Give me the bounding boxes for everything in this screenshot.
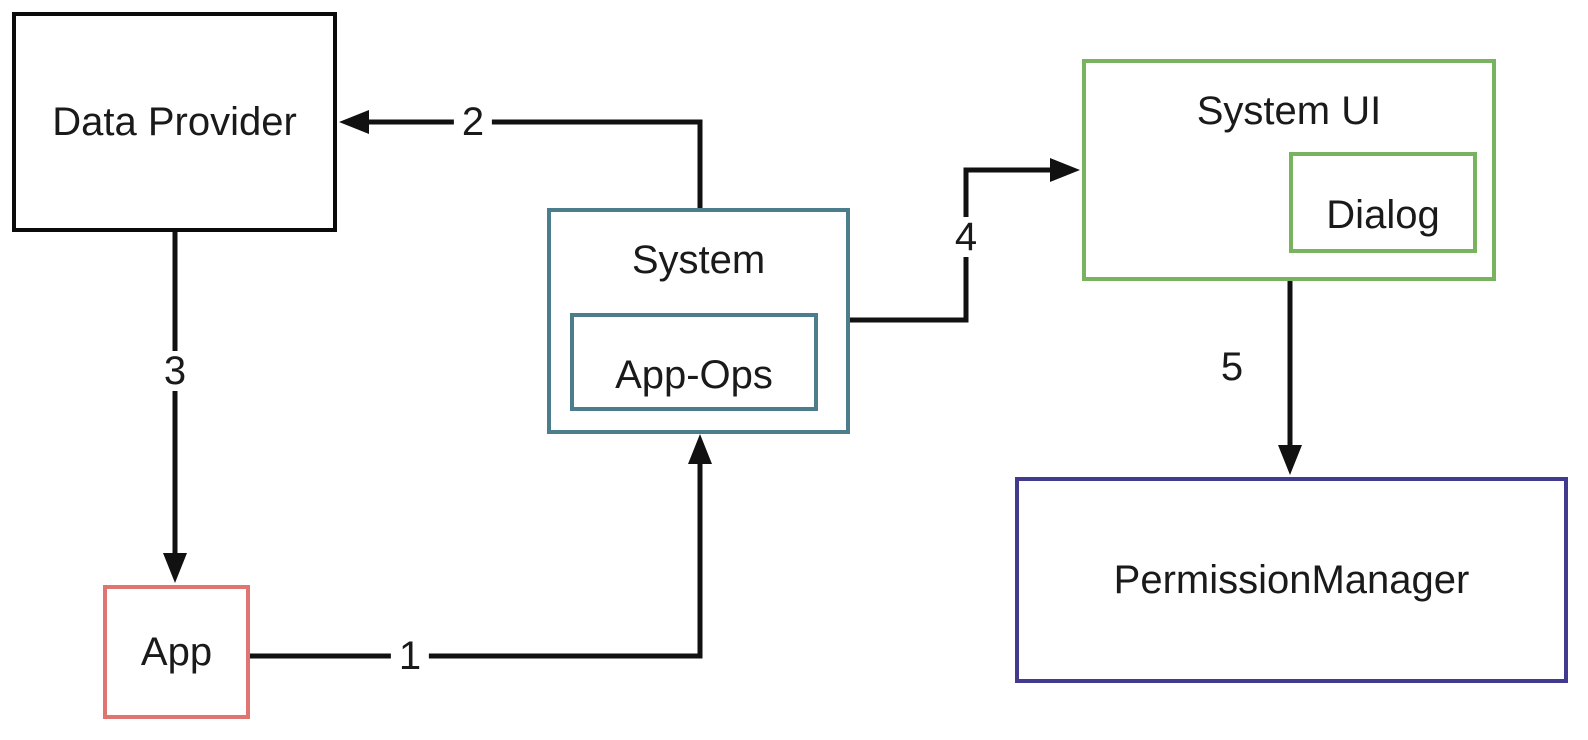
node-permission-manager-label: PermissionManager: [1113, 557, 1470, 602]
node-app: App: [103, 585, 250, 719]
edge-5-label: 5: [1212, 347, 1252, 387]
edge-1-label: 1: [390, 636, 430, 676]
edge-2-line: [361, 119, 703, 208]
node-system-label: System: [631, 238, 766, 282]
node-system: System App-Ops: [547, 208, 850, 434]
edge-5: [1278, 281, 1302, 475]
edge-1-line: [250, 458, 703, 659]
edge-4-label: 4: [946, 217, 986, 257]
node-system-ui-label: System UI: [1196, 89, 1382, 133]
edge-1: [250, 434, 712, 659]
edge-3: [163, 232, 187, 583]
node-app-label: App: [140, 629, 213, 674]
node-system-ui: System UI Dialog: [1082, 59, 1496, 281]
edge-3-arrowhead: [163, 553, 187, 583]
node-dialog: Dialog: [1289, 152, 1477, 253]
edge-1-arrowhead: [688, 434, 712, 464]
node-dialog-label: Dialog: [1326, 193, 1440, 237]
node-data-provider: Data Provider: [12, 12, 337, 232]
edge-2: [339, 110, 703, 208]
edge-5-arrowhead: [1278, 445, 1302, 475]
edge-3-label: 3: [155, 351, 195, 391]
node-app-ops: App-Ops: [570, 313, 818, 411]
node-permission-manager: PermissionManager: [1015, 477, 1568, 683]
node-app-ops-label: App-Ops: [615, 352, 773, 397]
edge-2-arrowhead: [339, 110, 369, 134]
edge-4-arrowhead: [1050, 158, 1080, 182]
node-data-provider-label: Data Provider: [52, 99, 297, 144]
edge-2-label: 2: [453, 102, 493, 142]
